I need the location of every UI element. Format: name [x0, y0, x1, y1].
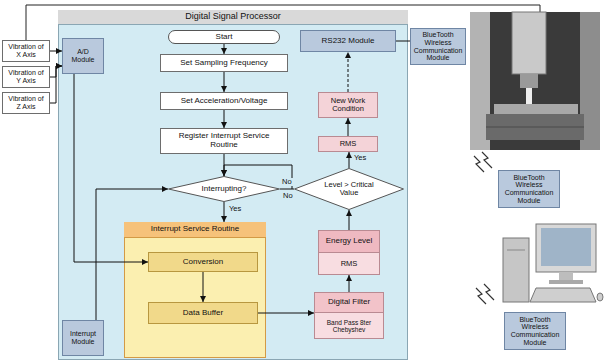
- node-text: BlueTooth Wireless Communication Module: [414, 31, 463, 62]
- connector: [258, 313, 314, 314]
- diamond-shape: [295, 169, 404, 210]
- module-box: Interrupt Module: [62, 320, 104, 356]
- node-text: Register Interrupt Service Routine: [164, 132, 284, 150]
- node-text: Vibration of Y Axis: [6, 69, 46, 84]
- start-terminal: Start: [168, 30, 280, 44]
- process-box: New Work Condition: [318, 92, 378, 118]
- branch-label: No: [281, 178, 293, 186]
- spindle-nose: [520, 74, 538, 88]
- node-text: Band Pass 8ter Chebyshev: [315, 312, 383, 338]
- lightning-symbol: [474, 156, 484, 172]
- lightning-symbol: [484, 284, 494, 300]
- sensor-box: Vibration of Z Axis: [2, 92, 50, 114]
- machine-photo: [470, 12, 600, 150]
- diamond-shape: [169, 177, 280, 202]
- monitor-screen: [541, 228, 591, 266]
- photo-ground: [470, 12, 600, 150]
- connector: [349, 275, 350, 292]
- node-text: Vibration of X Axis: [6, 43, 46, 58]
- module-box: BlueTooth Wireless Communication Module: [410, 28, 466, 65]
- spindle-head: [512, 12, 546, 74]
- node-text: Vibration of Z Axis: [6, 95, 46, 110]
- node-text: BlueTooth Wireless Communication Module: [502, 174, 556, 205]
- lightning-symbol: [476, 288, 486, 304]
- node-text: Interrupting?: [190, 185, 259, 194]
- node-text: Digital Filter: [315, 293, 383, 312]
- connector: [224, 44, 225, 54]
- computer-picture: [503, 224, 603, 302]
- decision-diamond: Interrupting?: [168, 176, 280, 202]
- node-text: RMS: [340, 140, 357, 148]
- keyboard: [530, 288, 596, 302]
- mouse: [597, 293, 603, 301]
- process-box: Register Interrupt Service Routine: [160, 128, 288, 154]
- sensor-box: Vibration of X Axis: [2, 40, 50, 62]
- group-fill: [125, 223, 266, 358]
- machine-table: [486, 114, 584, 140]
- node-text: RMS: [319, 252, 379, 274]
- node-text: BlueTooth Wireless Communication Module: [508, 316, 562, 347]
- process-box: Data Buffer: [148, 302, 258, 324]
- connector: [224, 202, 225, 222]
- process-box: Set Sampling Frequency: [160, 54, 288, 72]
- monitor: [536, 224, 596, 272]
- node-text: New Work Condition: [322, 97, 374, 114]
- connector: [348, 52, 349, 92]
- computer-tower: [503, 238, 529, 302]
- energy-box: Energy LevelRMS: [318, 230, 380, 275]
- module-box: BlueTooth Wireless Communication Module: [498, 170, 560, 208]
- lightning-symbol: [482, 152, 492, 168]
- connector: [224, 110, 225, 128]
- module-box: A/D Module: [62, 38, 104, 74]
- monitor-base: [549, 280, 583, 284]
- connector: [203, 272, 204, 302]
- node-text: Energy Level: [319, 231, 379, 252]
- connector: [50, 66, 62, 103]
- decision-diamond: Level > Critical Value: [294, 168, 404, 210]
- node-text: Digital Signal Processor: [58, 10, 408, 25]
- edge-label: Yes: [228, 205, 242, 213]
- node-text: Data Buffer: [183, 309, 223, 318]
- node-text: Set Sampling Frequency: [180, 59, 268, 68]
- loop-line: [280, 189, 292, 190]
- node-text: Interrupt Module: [66, 330, 100, 345]
- connector: [224, 72, 225, 92]
- monitor-stand: [559, 272, 573, 280]
- node-text: Set Acceleration/Voltage: [181, 97, 268, 106]
- node-text: A/D Module: [66, 48, 100, 63]
- terminal-shape: [169, 31, 280, 44]
- routine-group: Interrupt Service RoutineConversionData …: [124, 222, 266, 358]
- table-slot: [486, 127, 584, 128]
- wireless-symbols: [474, 152, 494, 304]
- process-box: RMS: [318, 136, 378, 152]
- connector: [348, 118, 349, 136]
- module-box: RS232 Module: [300, 30, 396, 52]
- edge-label: No: [282, 192, 294, 200]
- node-text: Level > Critical Value: [315, 181, 383, 198]
- node-text: Start: [216, 33, 233, 42]
- connector: [50, 51, 62, 52]
- panel-fill: [59, 11, 408, 360]
- cutting-tool: [526, 88, 532, 104]
- drive-slot: [507, 250, 525, 251]
- processor-panel: Digital Signal ProcessorA/D Module StartS…: [58, 10, 408, 360]
- connector: [396, 41, 410, 42]
- vise: [494, 104, 578, 114]
- filter-box: Digital FilterBand Pass 8ter Chebyshev: [314, 292, 384, 339]
- process-box: Set Acceleration/Voltage: [160, 92, 288, 110]
- connector: [349, 210, 350, 230]
- module-box: BlueTooth Wireless Communication Module: [504, 312, 566, 350]
- node-text: RS232 Module: [322, 37, 375, 46]
- process-box: Conversion: [148, 252, 258, 272]
- node-text: Interrupt Service Routine: [124, 222, 266, 238]
- sensor-box: Vibration of Y Axis: [2, 66, 50, 88]
- connector: [349, 152, 350, 168]
- edge-label: Yes: [353, 154, 367, 162]
- node-text: Conversion: [183, 258, 223, 267]
